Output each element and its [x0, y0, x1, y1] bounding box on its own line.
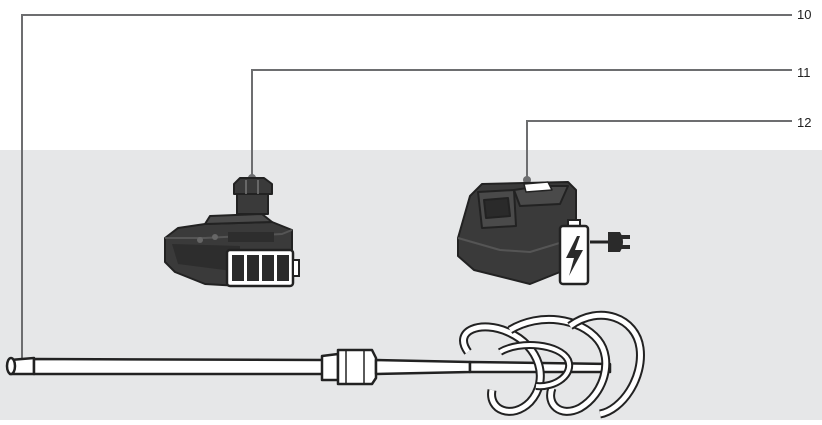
background-bottom: [0, 150, 822, 420]
leader-line-11: [251, 69, 792, 176]
leader-line-10: [21, 14, 792, 362]
background-top: [0, 0, 822, 150]
mixing-paddle: [5, 310, 645, 419]
leader-lines: [21, 14, 792, 362]
callout-label-11: 11: [797, 65, 811, 80]
callout-label-12: 12: [797, 115, 812, 130]
power-plug-icon: [590, 232, 630, 252]
battery-full-icon: [225, 248, 300, 288]
leader-line-12: [526, 120, 792, 178]
charging-battery-icon: [558, 219, 590, 286]
callout-label-10: 10: [797, 7, 812, 22]
charger: [457, 181, 577, 285]
